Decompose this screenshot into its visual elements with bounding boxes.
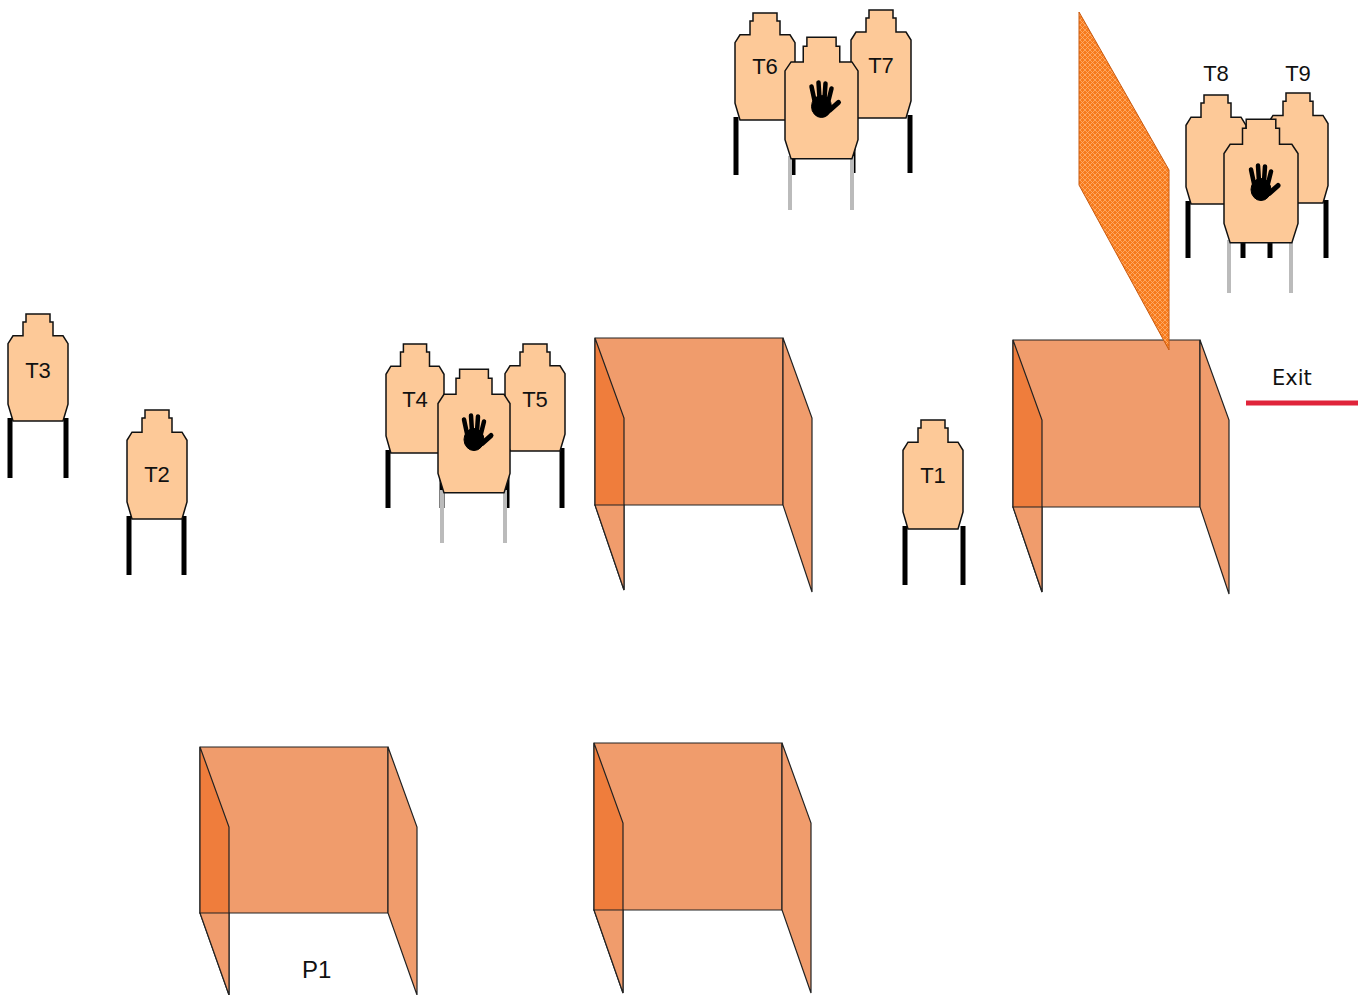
target-leg	[440, 490, 444, 543]
no-shoot-target	[785, 37, 858, 210]
exit-label: Exit	[1272, 368, 1312, 389]
target-leg	[788, 156, 792, 210]
target-leg	[1289, 240, 1293, 293]
target-number: T5	[505, 389, 565, 411]
target-outline	[785, 37, 858, 159]
target-leg	[1227, 240, 1231, 293]
target-number: T2	[127, 464, 187, 486]
hand-icon	[812, 82, 839, 117]
target-outline	[1224, 119, 1298, 243]
target-number: T4	[386, 389, 444, 411]
hand-icon	[464, 416, 491, 451]
barricades	[200, 338, 1229, 995]
paper-target: T1	[903, 419, 963, 530]
target-leg	[503, 490, 507, 543]
paper-target: T7	[851, 9, 911, 119]
target-number: T8	[1186, 63, 1246, 85]
paper-target: T4	[386, 343, 444, 454]
target-leg	[850, 156, 854, 210]
no-shoot-target	[1224, 119, 1298, 293]
paper-target: T3	[8, 313, 68, 422]
position-label: P1	[302, 958, 331, 982]
no-shoot-target	[438, 369, 510, 543]
exit-line	[1246, 401, 1358, 406]
paper-target: T2	[127, 409, 187, 520]
target-outline	[438, 369, 510, 493]
target-number: T7	[851, 55, 911, 77]
target-number: T9	[1268, 63, 1328, 85]
mesh-wall	[1079, 12, 1169, 350]
hand-icon	[1251, 166, 1278, 201]
target-number: T3	[8, 360, 68, 382]
paper-target: T5	[505, 343, 565, 452]
target-number: T1	[903, 465, 963, 487]
